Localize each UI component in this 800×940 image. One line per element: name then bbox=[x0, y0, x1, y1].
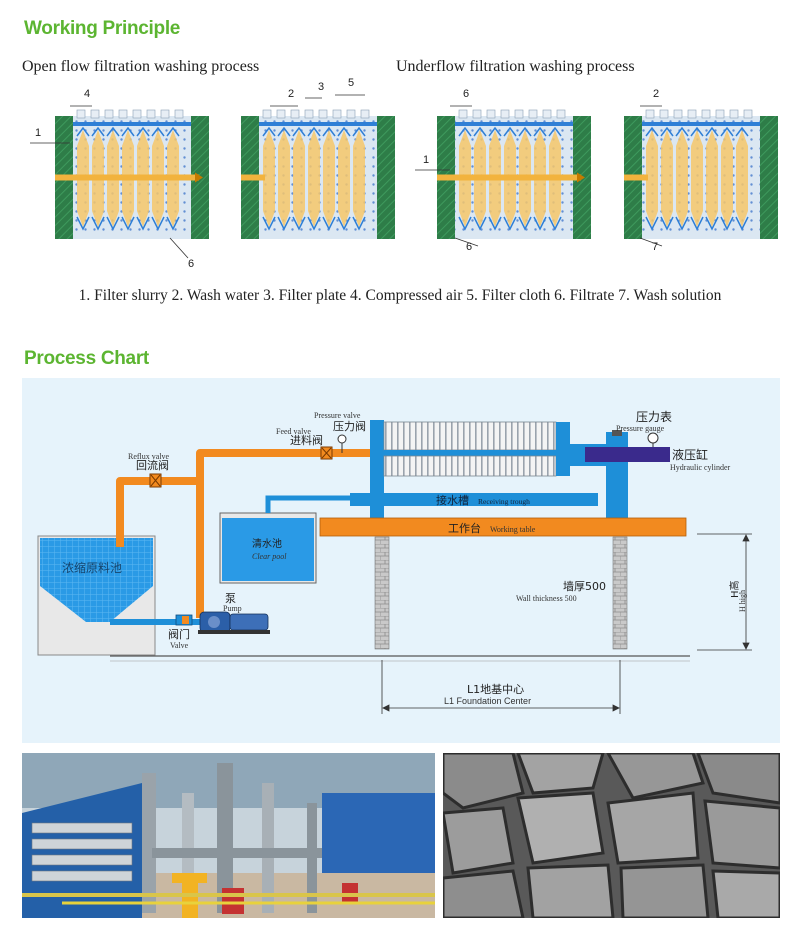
working-principle-title: Working Principle bbox=[24, 18, 181, 39]
principle-panel-3 bbox=[437, 109, 591, 239]
feed-valve-cn: 进料阀 bbox=[290, 433, 323, 447]
foundation-en: L1 Foundation Center bbox=[444, 696, 531, 706]
callout-number: 6 bbox=[188, 258, 194, 270]
callout-number: 3 bbox=[318, 81, 324, 93]
valve-cn: 阀门 bbox=[168, 627, 190, 641]
working-table bbox=[319, 517, 687, 537]
feed-valve-en: Feed valve bbox=[276, 427, 311, 436]
clear-pool-cn: 清水池 bbox=[252, 537, 282, 550]
wall-column-right bbox=[612, 536, 628, 650]
receiving-trough-pipe bbox=[265, 495, 350, 513]
callout-number: 2 bbox=[288, 88, 294, 100]
principle-panel-2 bbox=[241, 109, 395, 239]
process-chart-title: Process Chart bbox=[24, 348, 149, 369]
valve-en: Valve bbox=[170, 641, 189, 650]
wall-thickness-cn: 墙厚500 bbox=[563, 579, 606, 593]
pump-en: Pump bbox=[223, 604, 242, 613]
callout-number: 2 bbox=[653, 88, 659, 100]
foundation-dimension bbox=[381, 660, 621, 714]
hydraulic-cylinder-cn: 液压缸 bbox=[672, 447, 708, 462]
slurry-pipes bbox=[116, 449, 370, 618]
reflux-valve-en: Reflux valve bbox=[128, 452, 170, 461]
callout-number: 7 bbox=[652, 241, 658, 253]
principle-callouts: 1 4 6 2 3 5 1 6 6 2 7 bbox=[30, 77, 663, 270]
pump-cn: 泵 bbox=[225, 592, 236, 605]
clear-pool bbox=[219, 512, 317, 584]
filtration-principle-diagrams: 1 4 6 2 3 5 1 6 6 2 7 bbox=[30, 77, 778, 270]
wall-thickness-en: Wall thickness 500 bbox=[516, 594, 577, 603]
pressure-gauge-icon bbox=[647, 432, 659, 444]
filter-press-installation-photo bbox=[22, 753, 435, 918]
principle-panel-4 bbox=[624, 109, 778, 239]
pressure-gauge-en: Pressure gauge bbox=[616, 424, 665, 433]
height-en: H high bbox=[738, 590, 747, 612]
callout-number: 1 bbox=[35, 127, 41, 139]
height-cn: H高 bbox=[728, 580, 741, 598]
raw-pool-label: 浓缩原料池 bbox=[62, 560, 122, 575]
pressure-gauge-cn: 压力表 bbox=[636, 410, 672, 424]
callout-number: 6 bbox=[463, 88, 469, 100]
receiving-trough-en: Receiving trough bbox=[478, 497, 530, 506]
pressure-valve-gauge-icon bbox=[337, 434, 347, 444]
wall-column-left bbox=[374, 536, 390, 650]
pressure-valve-en: Pressure valve bbox=[314, 411, 361, 420]
principle-legend: 1. Filter slurry 2. Wash water 3. Filter… bbox=[78, 287, 722, 304]
receiving-trough-cn: 接水槽 bbox=[436, 494, 469, 507]
raw-material-pool bbox=[37, 535, 156, 656]
underflow-subtitle: Underflow filtration washing process bbox=[396, 58, 635, 75]
working-table-en: Working table bbox=[490, 525, 536, 534]
foundation-cn: L1地基中心 bbox=[467, 683, 524, 696]
height-dimension bbox=[697, 533, 752, 651]
receiving-trough bbox=[350, 493, 598, 506]
hydraulic-cylinder-en: Hydraulic cylinder bbox=[670, 463, 731, 472]
working-table-cn: 工作台 bbox=[448, 521, 481, 535]
principle-panel-1 bbox=[55, 109, 209, 239]
callout-number: 6 bbox=[466, 241, 472, 253]
open-flow-subtitle: Open flow filtration washing process bbox=[22, 58, 260, 75]
callout-number: 5 bbox=[348, 77, 354, 89]
callout-number: 1 bbox=[423, 154, 429, 166]
pressure-valve-cn: 压力阀 bbox=[333, 419, 366, 433]
callout-number: 4 bbox=[84, 88, 90, 100]
clear-pool-en: Clear pool bbox=[252, 552, 287, 561]
pump-icon bbox=[175, 611, 270, 634]
hydraulic-cylinder bbox=[585, 447, 670, 462]
filter-cake-photo bbox=[443, 753, 780, 918]
reflux-valve-cn: 回流阀 bbox=[136, 458, 169, 472]
